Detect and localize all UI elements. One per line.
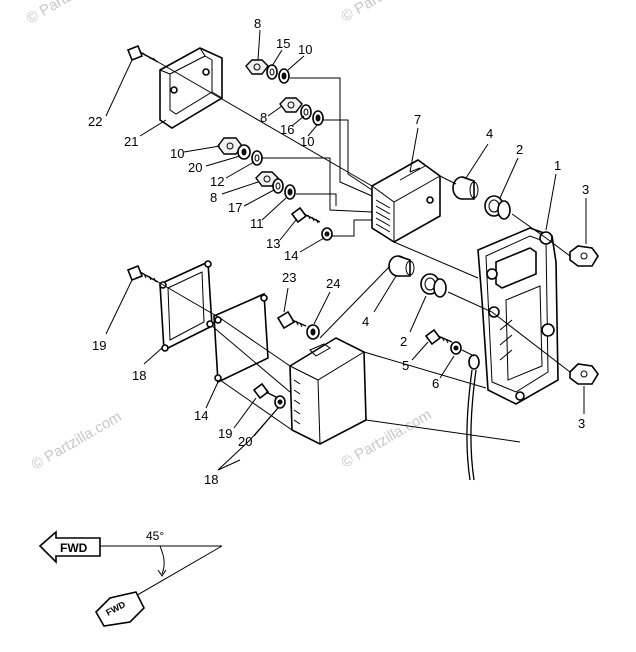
callout-4-upper: 4 xyxy=(486,126,493,141)
washer-10-top[interactable] xyxy=(278,68,290,84)
callout-19-num: 19 xyxy=(218,426,232,441)
nut-8-top[interactable] xyxy=(245,59,269,75)
callout-14-top: 15 xyxy=(276,36,290,51)
callout-16: 21 xyxy=(124,134,138,149)
main-bracket-1[interactable] xyxy=(477,227,559,405)
callout-8-top: 8 xyxy=(254,16,261,31)
callout-14-low: 17 xyxy=(228,200,242,215)
callout-12: 13 xyxy=(266,236,280,251)
callout-20: 20 xyxy=(238,434,252,449)
fwd-label: FWD xyxy=(60,541,88,555)
callout-10-low: 11 xyxy=(250,216,264,231)
callout-4-lower: 4 xyxy=(362,314,369,329)
callout-8-low: 8 xyxy=(210,190,217,205)
callout-11: 12 xyxy=(210,174,224,189)
washer-11[interactable] xyxy=(251,150,263,166)
watermarks: © Partzilla.com © Partzilla.com © Partzi… xyxy=(24,0,435,473)
gasket-22[interactable] xyxy=(159,260,214,352)
assembly-lines xyxy=(157,61,571,443)
callout-1: 1 xyxy=(554,158,561,173)
washer-15[interactable] xyxy=(237,144,251,160)
nut-8-mid[interactable] xyxy=(279,97,303,113)
unit-7[interactable] xyxy=(371,159,441,243)
callout-3-lower: 3 xyxy=(578,416,585,431)
nut-8-low[interactable] xyxy=(255,171,279,187)
callout-2-upper: 2 xyxy=(516,142,523,157)
grommet-4-upper[interactable] xyxy=(452,176,479,200)
callout-2-lower: 2 xyxy=(400,334,407,349)
grommet-2-upper[interactable] xyxy=(484,195,511,220)
bolt-17[interactable] xyxy=(126,44,159,63)
grommet-3-lower[interactable] xyxy=(569,363,599,385)
bolt-12[interactable] xyxy=(290,206,321,224)
grommet-3-upper[interactable] xyxy=(569,245,599,267)
washer-14-mid[interactable] xyxy=(300,104,312,120)
callout-21: 14 xyxy=(194,408,208,423)
callout-3-upper: 3 xyxy=(582,182,589,197)
washer-20[interactable] xyxy=(274,395,286,409)
callout-15: 20 xyxy=(188,160,202,175)
grommet-2-lower[interactable] xyxy=(420,273,447,298)
callout-17: 22 xyxy=(88,114,102,129)
callout-23: 19 xyxy=(92,338,106,353)
callout-6: 6 xyxy=(432,376,439,391)
watermark-top-left: © Partzilla.com xyxy=(24,0,120,27)
bolt-19[interactable] xyxy=(252,382,279,400)
bolt-24[interactable] xyxy=(276,310,307,330)
coil-unit-18[interactable] xyxy=(289,337,367,445)
bolt-23[interactable] xyxy=(126,264,159,283)
callout-7: 7 xyxy=(414,112,421,127)
watermark-mid-left: © Partzilla.com xyxy=(29,408,125,473)
angle-label: 45° xyxy=(146,529,164,543)
grommet-4-lower[interactable] xyxy=(388,255,415,277)
bolt-5[interactable] xyxy=(424,328,453,346)
bracket-16[interactable] xyxy=(159,47,223,129)
washer-6[interactable] xyxy=(450,341,462,355)
washer-10-mid[interactable] xyxy=(312,110,324,126)
callout-22: 18 xyxy=(132,368,146,383)
callout-13: 14 xyxy=(284,248,298,263)
leader-lines xyxy=(105,29,587,471)
callout-10-mid: 10 xyxy=(300,134,314,149)
callout-9: 10 xyxy=(170,146,184,161)
callout-25: 24 xyxy=(326,276,340,291)
fwd-indicator: FWD 45° FWD xyxy=(38,529,223,627)
callout-5: 5 xyxy=(402,358,409,373)
callout-14-mid: 16 xyxy=(280,122,294,137)
callout-10-top: 10 xyxy=(298,42,312,57)
watermark-top-right: © Partzilla.com xyxy=(339,0,435,25)
washer-25[interactable] xyxy=(306,324,320,340)
washer-14-top[interactable] xyxy=(266,64,278,80)
callout-24: 23 xyxy=(282,270,296,285)
washer-10-low[interactable] xyxy=(284,184,296,200)
callout-18: 18 xyxy=(204,472,218,487)
callouts: 8 15 10 22 21 8 16 10 10 20 12 8 17 11 1… xyxy=(88,16,589,487)
ground-lead[interactable] xyxy=(466,354,480,481)
washer-14-low[interactable] xyxy=(272,178,284,194)
callout-8-mid: 8 xyxy=(260,110,267,125)
washer-13[interactable] xyxy=(321,227,333,241)
plate-21[interactable] xyxy=(213,292,269,384)
